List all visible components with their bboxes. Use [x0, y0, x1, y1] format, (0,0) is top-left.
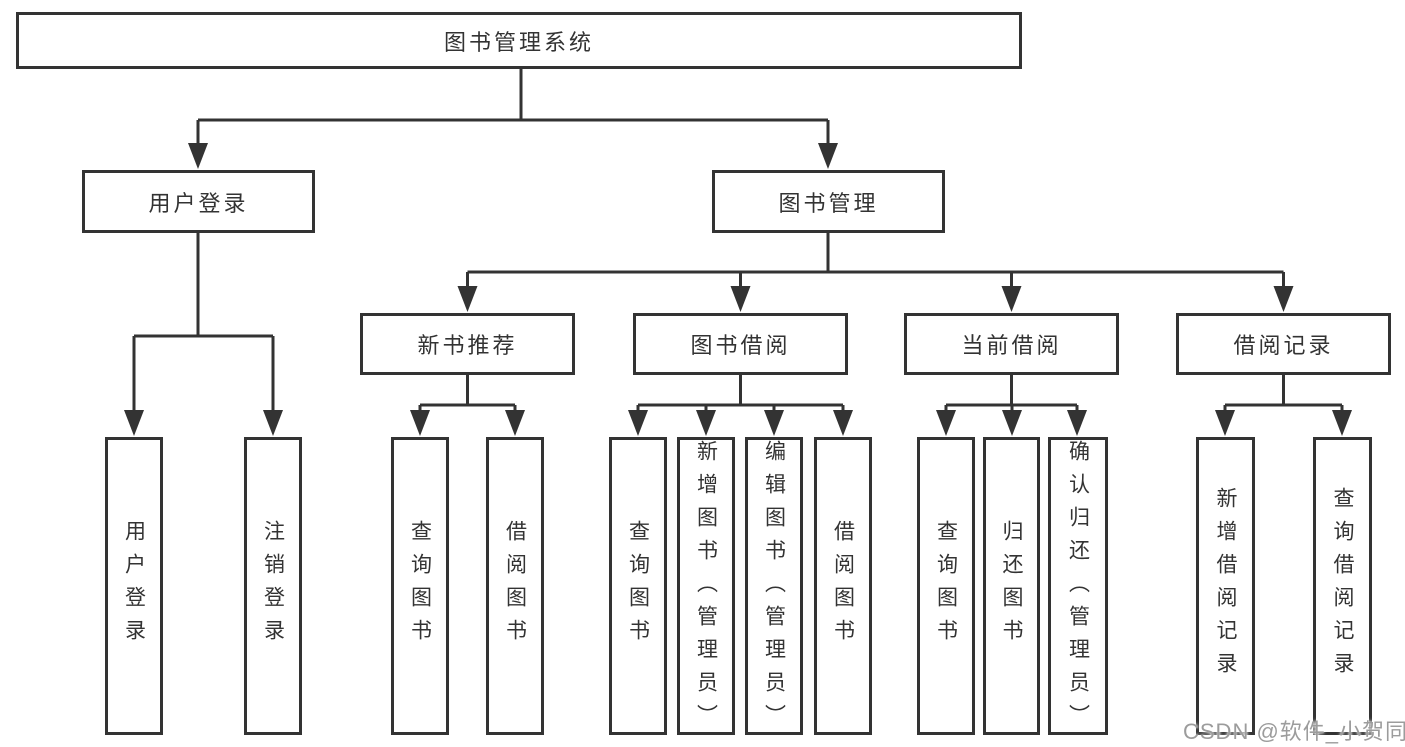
node-label: 查询借阅记录 [1331, 487, 1354, 685]
node-label: 借阅图书 [831, 520, 855, 652]
node-library-management-system: 图书管理系统 [16, 12, 1022, 69]
node-book-management: 图书管理 [712, 170, 945, 233]
leaf-edit-books-admin: 编辑图书（管理员） [745, 437, 803, 737]
node-user-login: 用户登录 [82, 170, 315, 233]
leaf-user-login: 用户登录 [105, 437, 163, 735]
node-new-book-recommendation: 新书推荐 [360, 313, 575, 375]
leaf-query-borrow-record: 查询借阅记录 [1313, 437, 1372, 735]
leaf-borrow-books-2: 借阅图书 [814, 437, 872, 735]
leaf-borrow-books-1: 借阅图书 [486, 437, 544, 735]
leaf-confirm-return-admin: 确认归还（管理员） [1048, 437, 1108, 737]
leaf-logout: 注销登录 [244, 437, 302, 735]
node-label: 注销登录 [261, 520, 285, 652]
leaf-add-books-admin: 新增图书（管理员） [677, 437, 735, 737]
node-label: 借阅记录 [1233, 333, 1334, 358]
leaf-return-books: 归还图书 [983, 437, 1040, 735]
node-label: 借阅图书 [503, 520, 527, 652]
node-borrowing-records: 借阅记录 [1176, 313, 1391, 375]
node-label: 用户登录 [148, 190, 249, 216]
node-label: 新增图书（管理员） [694, 440, 718, 737]
node-label: 编辑图书（管理员） [762, 440, 786, 737]
leaf-add-borrow-record: 新增借阅记录 [1196, 437, 1255, 735]
node-label: 图书管理系统 [443, 29, 594, 55]
node-label: 归还图书 [1000, 520, 1023, 652]
node-label: 查询图书 [934, 520, 958, 652]
csdn-watermark: CSDN @软件_小贺同学 [1183, 719, 1405, 744]
leaf-query-books-1: 查询图书 [391, 437, 449, 735]
node-label: 查询图书 [626, 520, 650, 652]
node-current-borrowing: 当前借阅 [904, 313, 1119, 375]
node-label: 新增借阅记录 [1214, 487, 1237, 685]
leaf-query-books-2: 查询图书 [609, 437, 667, 735]
node-label: 新书推荐 [417, 333, 518, 358]
node-book-borrowing: 图书借阅 [633, 313, 848, 375]
node-label: 用户登录 [122, 520, 146, 652]
node-label: 图书借阅 [690, 333, 791, 358]
node-label: 查询图书 [408, 520, 432, 652]
node-label: 当前借阅 [961, 333, 1062, 358]
node-label: 图书管理 [778, 190, 879, 216]
node-label: 确认归还（管理员） [1066, 440, 1090, 737]
leaf-query-books-3: 查询图书 [917, 437, 975, 735]
